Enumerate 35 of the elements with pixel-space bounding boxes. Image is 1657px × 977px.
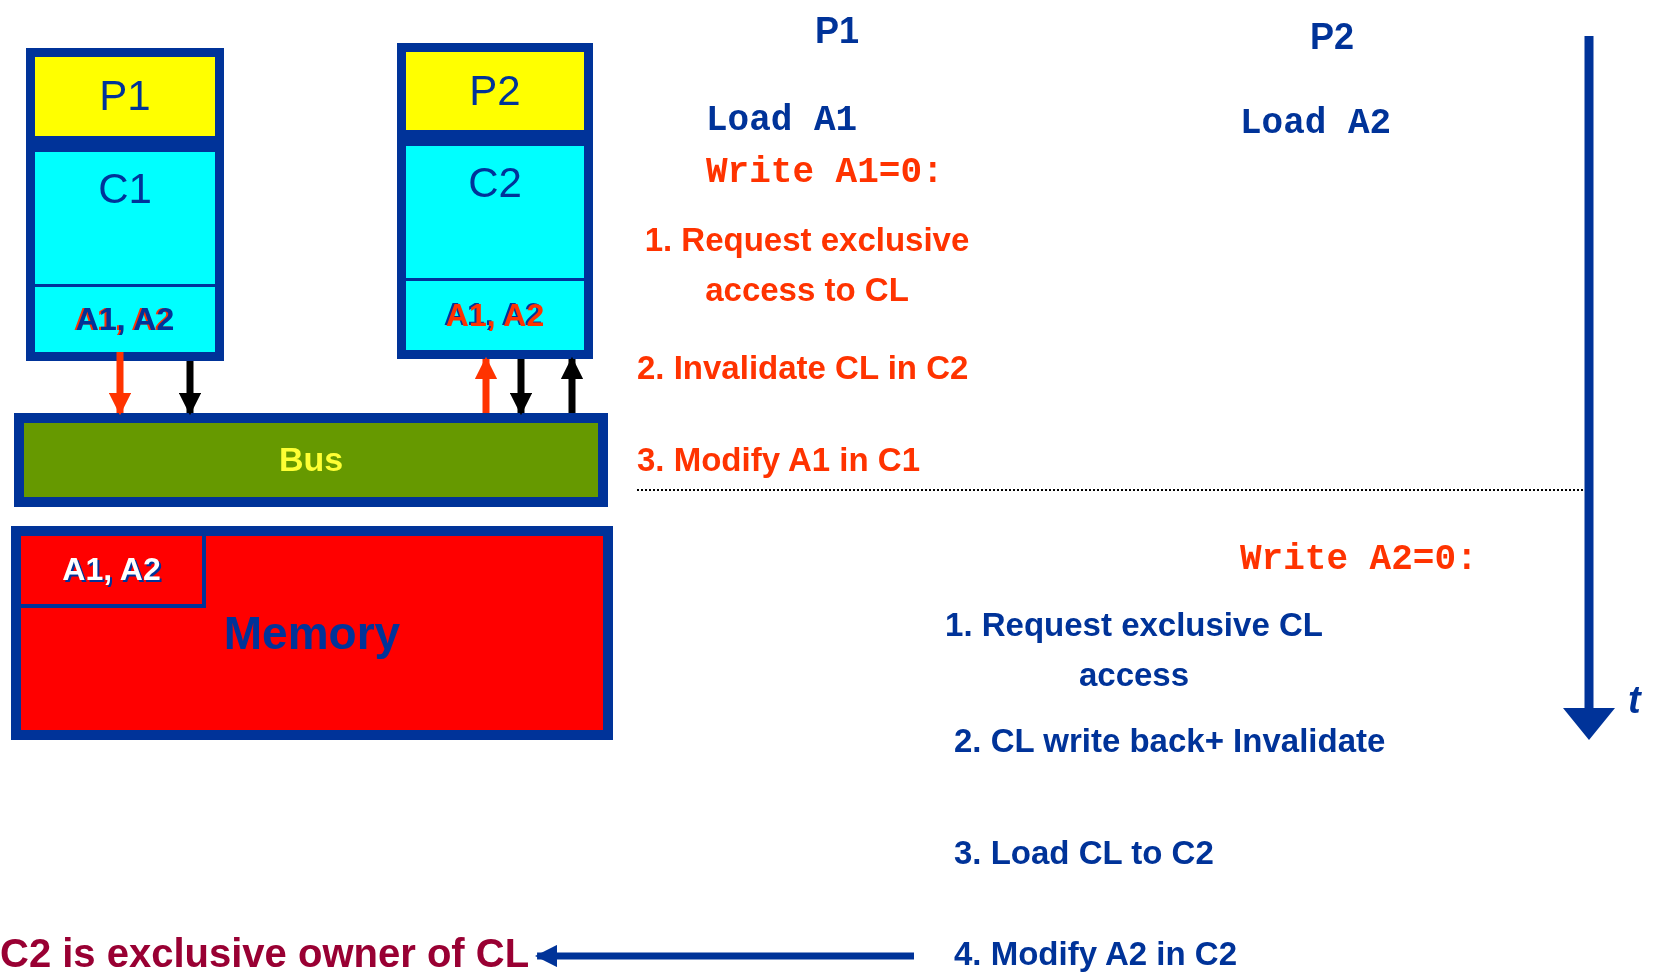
box-label: A1, A2 [75,301,175,338]
column-heading: P2 [1308,15,1355,59]
box-label: A1, A2 [445,297,545,334]
step-text: 3. Modify A1 in C1 [637,440,920,480]
box-label: C2 is exclusive owner of CL [0,931,531,975]
processor-box [26,48,224,145]
step-text: 1. Request exclusive CL access [944,605,1324,695]
processor-box [397,43,593,139]
axis-label: t [1628,678,1641,723]
step-text: 3. Load CL to C2 [954,833,1214,873]
step-text: 1. Request exclusive access to CL [643,220,971,310]
code-line: Load A2 [1240,102,1392,146]
box-label: P1 [99,73,151,120]
box-label: 4. Modify A2 in C2 [953,935,1237,973]
bus-bar [14,413,608,507]
code-line: Load A1 [706,99,858,143]
arrow [560,356,584,413]
box-label: C1 [98,166,152,213]
code-line: Write A2=0: [1240,538,1478,582]
column-heading: P1 [813,9,860,53]
cache-box [397,137,593,359]
arrow [178,361,202,416]
box-label: Memory [223,607,401,659]
step-text: 2. Invalidate CL in C2 [637,348,969,388]
box-label: C2 [468,160,522,207]
box-label: A1, A2 [62,552,161,588]
arrow [509,359,533,416]
code-line: Write A1=0: [706,151,944,195]
memory-box [11,526,613,740]
box-label: P2 [469,67,521,115]
cache-box [26,143,224,361]
box-label: Bus [278,441,344,479]
step-text: 2. CL write back+ Invalidate [954,721,1386,761]
arrow [474,356,498,413]
arrow [108,352,132,416]
